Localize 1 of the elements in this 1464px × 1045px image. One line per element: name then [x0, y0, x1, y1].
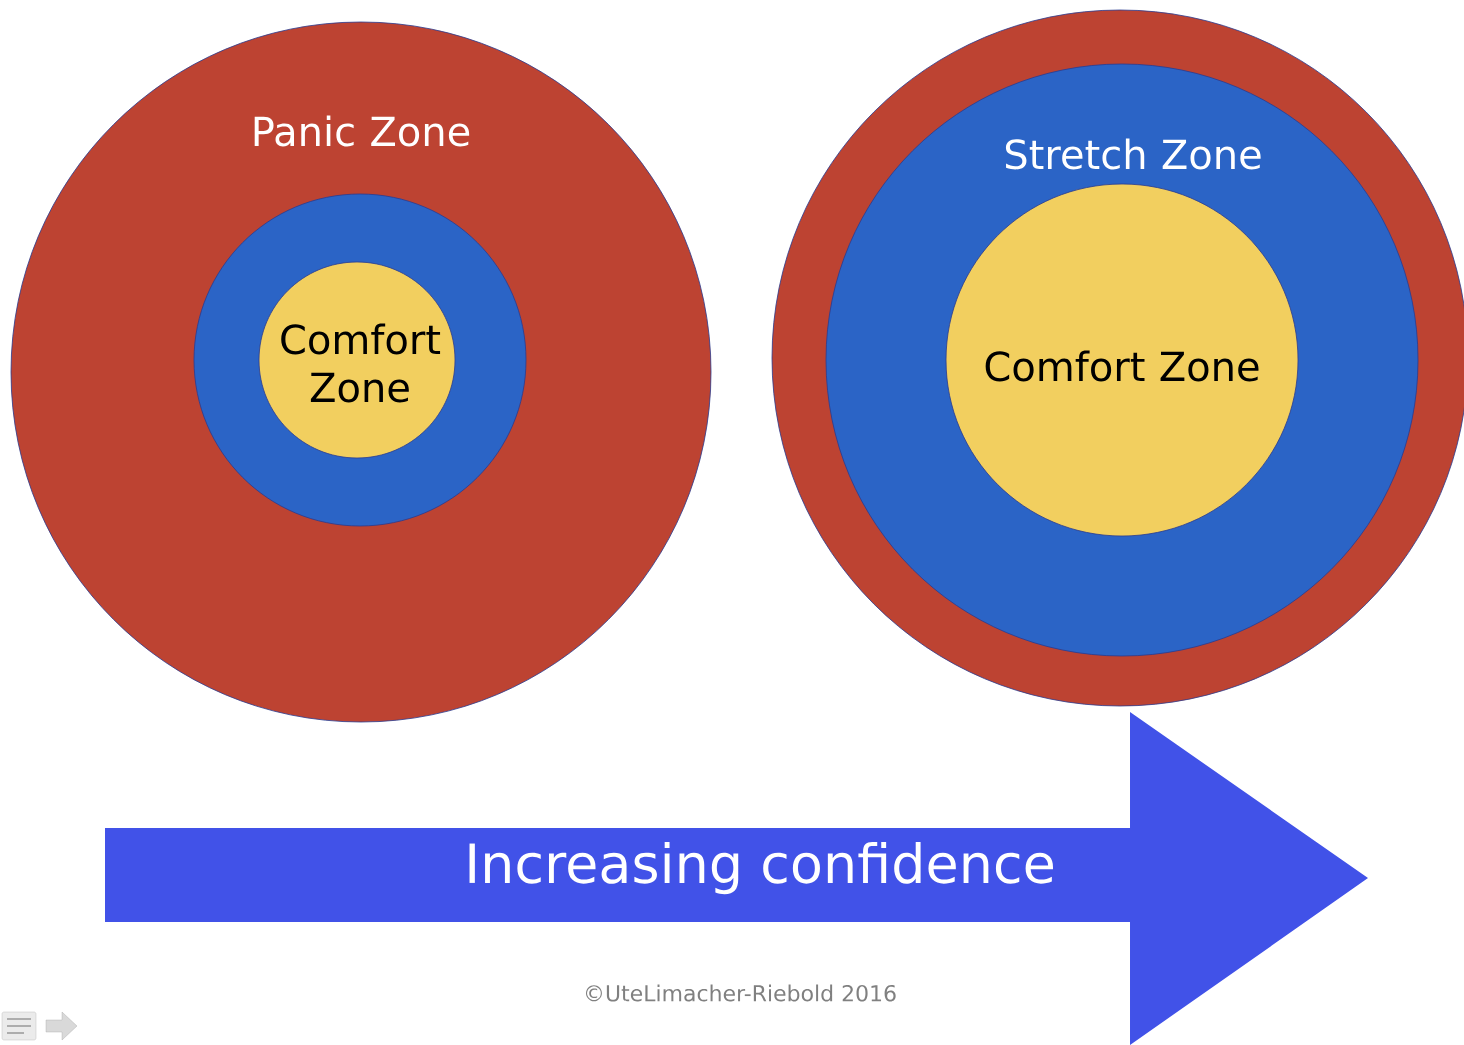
copyright-note: ©UteLimacher-Riebold 2016 [586, 984, 896, 1002]
